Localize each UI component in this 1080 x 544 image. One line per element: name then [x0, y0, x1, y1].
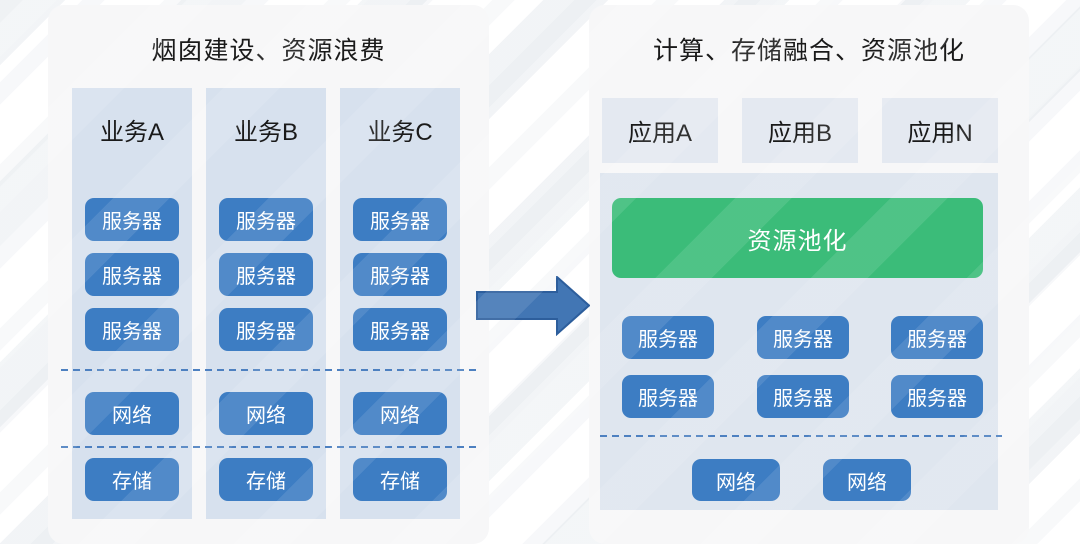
resource-pool-container: 资源池化 服务器 服务器 服务器 服务器 服务器 服务器 网络 网络 [600, 173, 1002, 510]
silo-architecture-panel: 烟囱建设、资源浪费 业务A 服务器 服务器 服务器 网络 存储 业务B 服务器 … [48, 5, 489, 544]
left-panel-title: 烟囱建设、资源浪费 [151, 37, 386, 65]
server-box: 服务器 [891, 375, 983, 418]
server-box: 服务器 [85, 198, 179, 241]
server-box: 服务器 [353, 253, 447, 296]
server-box: 服务器 [85, 253, 179, 296]
business-column-header: 业务C [367, 119, 433, 146]
server-box: 服务器 [219, 253, 313, 296]
network-box: 网络 [692, 459, 780, 501]
server-box: 服务器 [757, 375, 849, 418]
business-column-header: 业务A [99, 119, 164, 146]
business-column-c: 业务C 服务器 服务器 服务器 网络 存储 [340, 88, 460, 519]
network-box: 网络 [823, 459, 911, 501]
application-box: 应用N [882, 98, 998, 163]
server-box: 服务器 [757, 316, 849, 359]
storage-layer-divider [61, 446, 476, 448]
server-box: 服务器 [353, 308, 447, 351]
server-box: 服务器 [85, 308, 179, 351]
network-layer-divider [600, 435, 1002, 437]
network-box: 网络 [353, 392, 447, 435]
application-box: 应用B [742, 98, 858, 163]
business-column-header: 业务B [233, 119, 298, 146]
server-box: 服务器 [219, 308, 313, 351]
storage-box: 存储 [353, 458, 447, 501]
right-panel-title: 计算、存储融合、资源池化 [652, 37, 965, 65]
resource-pool-box: 资源池化 [612, 198, 983, 278]
network-box: 网络 [85, 392, 179, 435]
server-box: 服务器 [219, 198, 313, 241]
network-box: 网络 [219, 392, 313, 435]
server-box: 服务器 [622, 375, 714, 418]
storage-box: 存储 [219, 458, 313, 501]
business-column-a: 业务A 服务器 服务器 服务器 网络 存储 [72, 88, 192, 519]
application-box: 应用A [602, 98, 718, 163]
server-box: 服务器 [891, 316, 983, 359]
server-box: 服务器 [622, 316, 714, 359]
pooled-architecture-panel: 计算、存储融合、资源池化 应用A 应用B 应用N 资源池化 服务器 服务器 服务… [589, 5, 1029, 544]
right-arrow-icon [476, 274, 591, 337]
business-column-b: 业务B 服务器 服务器 服务器 网络 存储 [206, 88, 326, 519]
server-box: 服务器 [353, 198, 447, 241]
network-layer-divider [61, 369, 476, 371]
storage-box: 存储 [85, 458, 179, 501]
